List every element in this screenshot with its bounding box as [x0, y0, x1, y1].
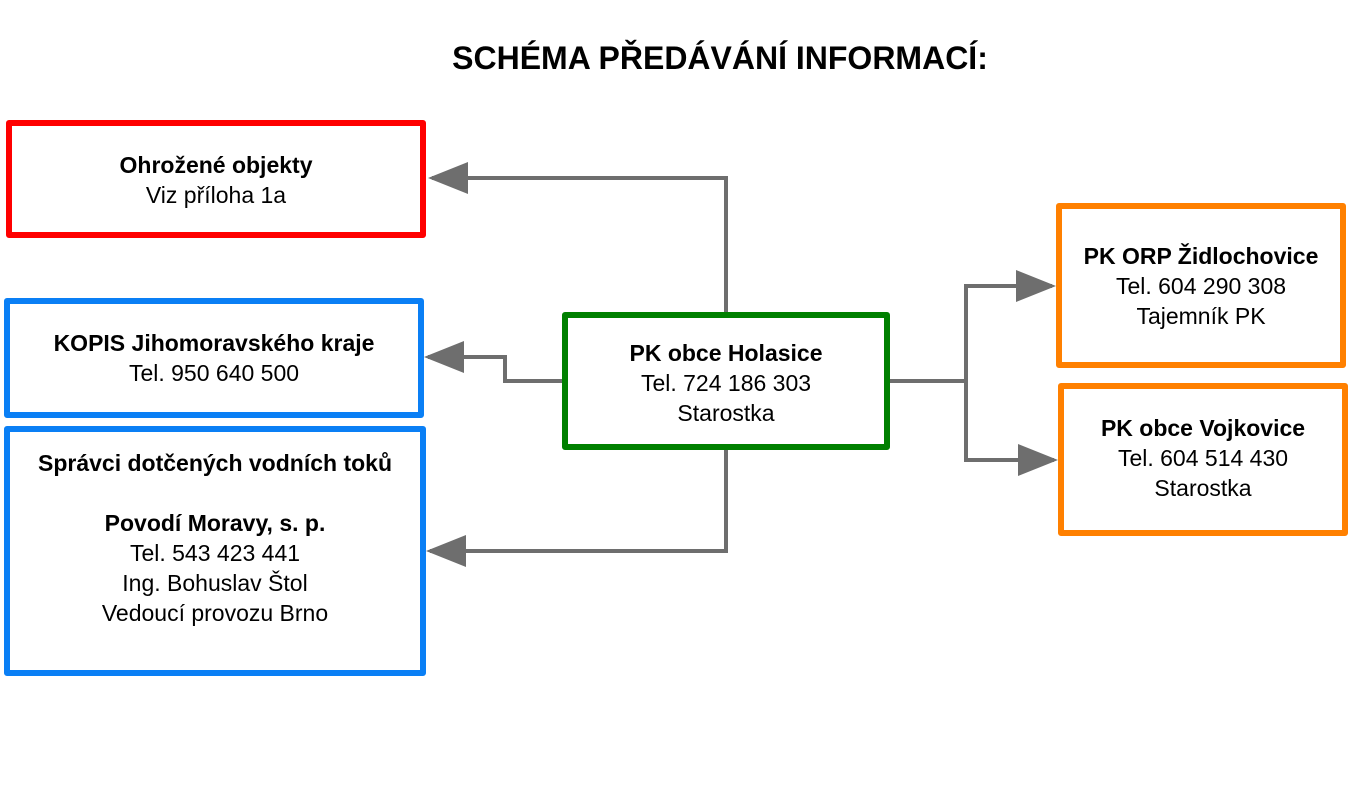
node-kopis: KOPIS Jihomoravského kraje Tel. 950 640 … [4, 298, 424, 418]
node-phone: Tel. 950 640 500 [128, 360, 300, 386]
node-threatened-objects: Ohrožené objekty Viz příloha 1a [6, 120, 426, 238]
edge-holasice-vojkovice [964, 381, 1058, 476]
node-phone: Tel. 724 186 303 [640, 370, 812, 396]
node-line: Viz příloha 1a [145, 182, 287, 208]
node-person: Ing. Bohuslav Štol [122, 570, 308, 596]
node-heading: KOPIS Jihomoravského kraje [53, 330, 375, 356]
node-heading: PK ORP Židlochovice [1083, 243, 1319, 269]
node-role: Starostka [677, 400, 775, 426]
node-holasice: PK obce Holasice Tel. 724 186 303 Staros… [562, 312, 890, 450]
edge-holasice-water-managers [426, 448, 728, 567]
node-zidlochovice: PK ORP Židlochovice Tel. 604 290 308 Taj… [1056, 203, 1346, 368]
node-phone: Tel. 604 514 430 [1117, 445, 1289, 471]
node-heading: PK obce Vojkovice [1100, 415, 1306, 441]
edge-holasice-kopis [424, 341, 565, 383]
node-phone: Tel. 543 423 441 [129, 540, 301, 566]
node-phone: Tel. 604 290 308 [1115, 273, 1287, 299]
node-role: Starostka [1154, 475, 1252, 501]
node-water-managers: Správci dotčených vodních toků Povodí Mo… [4, 426, 426, 676]
node-heading: Správci dotčených vodních toků [37, 450, 393, 476]
node-role: Vedoucí provozu Brno [101, 600, 329, 626]
edge-holasice-threatened [428, 162, 728, 314]
diagram-title: SCHÉMA PŘEDÁVÁNÍ INFORMACÍ: [452, 40, 988, 76]
node-heading: Ohrožené objekty [119, 152, 313, 178]
node-role: Tajemník PK [1136, 303, 1266, 329]
node-subheading: Povodí Moravy, s. p. [104, 510, 326, 536]
node-heading: PK obce Holasice [629, 340, 823, 366]
node-vojkovice: PK obce Vojkovice Tel. 604 514 430 Staro… [1058, 383, 1348, 536]
edge-holasice-zidlochovice [964, 270, 1056, 381]
